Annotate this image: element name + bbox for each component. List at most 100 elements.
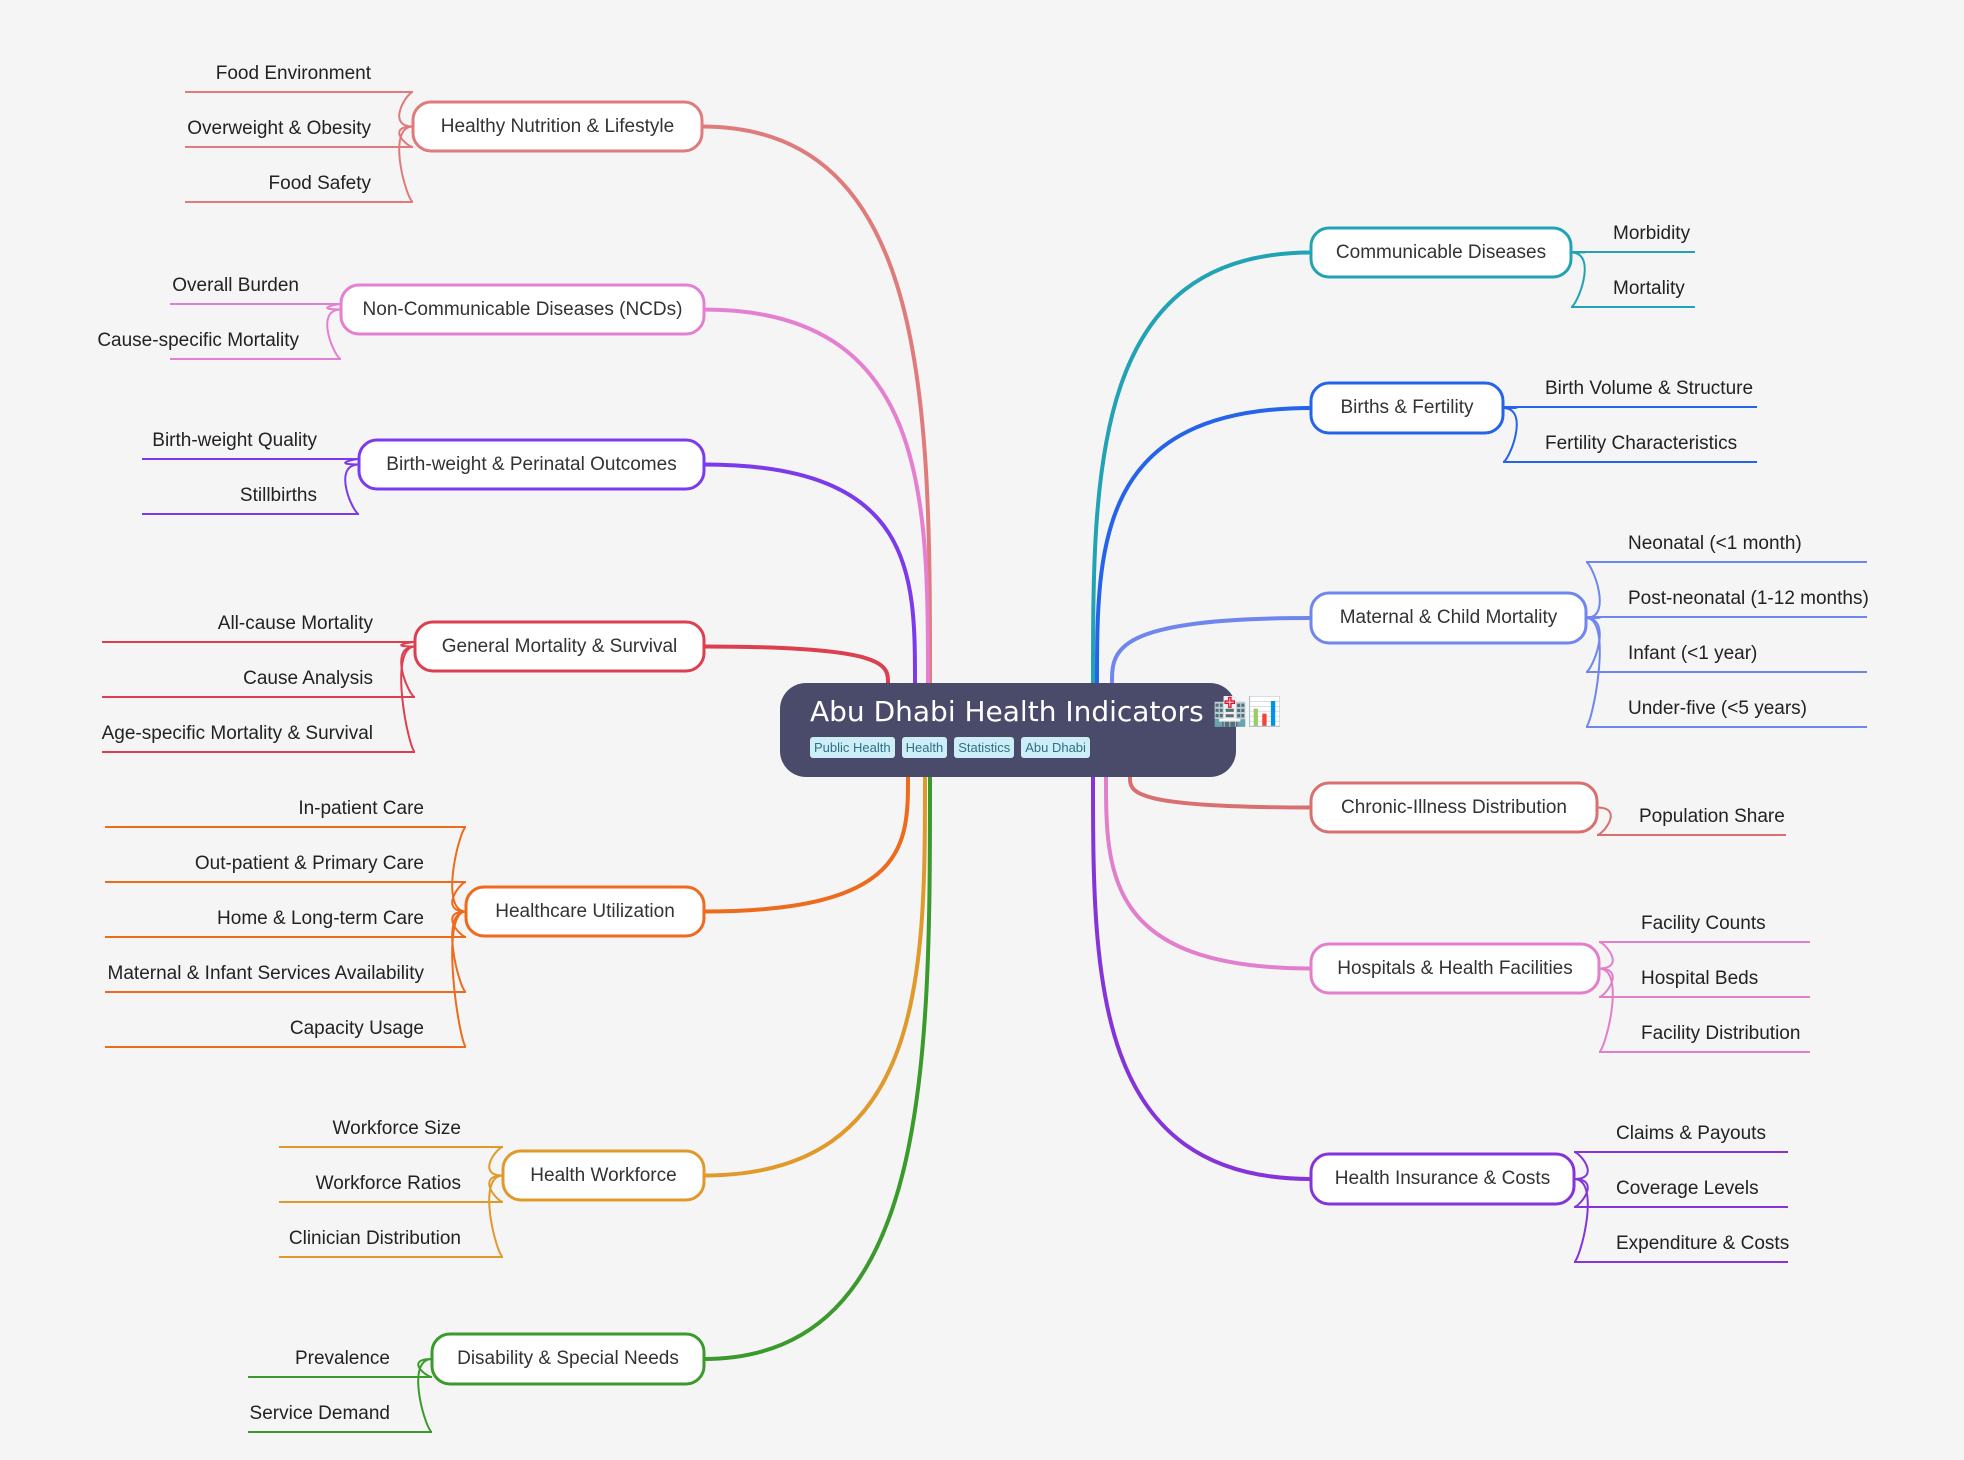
leaf-food-environment[interactable]: Food Environment: [215, 63, 371, 84]
leaf-morbidity[interactable]: Morbidity: [1613, 223, 1691, 244]
leaf-fertility-characteristics[interactable]: Fertility Characteristics: [1545, 433, 1738, 454]
capacity-usage-connector: [105, 910, 467, 1048]
facility-counts-connector: [1598, 941, 1810, 970]
out-patient-primary-care-connector: [105, 881, 467, 913]
leaf-food-safety[interactable]: Food Safety: [268, 173, 371, 194]
communicable-diseases-node[interactable]: [1309, 226, 1573, 279]
leaf-age-specific-mortality-survival[interactable]: Age-specific Mortality & Survival: [101, 723, 373, 744]
leaf-cause-analysis[interactable]: Cause Analysis: [243, 668, 373, 689]
claims-payouts-connector: [1573, 1151, 1788, 1180]
tag-public-health[interactable]: Public Health: [810, 737, 895, 758]
leaf-claims-payouts[interactable]: Claims & Payouts: [1616, 1123, 1766, 1144]
chronic-illness-distribution-node[interactable]: [1309, 781, 1599, 834]
age-specific-mortality-survival-connector: [102, 645, 416, 753]
general-mortality-survival-node[interactable]: [413, 620, 706, 673]
chronic-illness-distribution-label: Chronic-Illness Distribution: [1341, 796, 1567, 818]
health-insurance-costs-node[interactable]: [1309, 1152, 1576, 1206]
disability-special-needs-label: Disability & Special Needs: [457, 1348, 679, 1369]
births-fertility-connector: [1095, 406, 1312, 684]
cause-specific-mortality-connector: [170, 308, 342, 360]
stillbirths-connector: [142, 463, 360, 515]
leaf-expenditure-costs[interactable]: Expenditure & Costs: [1616, 1233, 1790, 1254]
service-demand-connector: [248, 1358, 433, 1433]
leaf-workforce-ratios[interactable]: Workforce Ratios: [315, 1173, 461, 1194]
healthy-nutrition-lifestyle-connector: [701, 124, 932, 684]
leaf-birth-volume-structure[interactable]: Birth Volume & Structure: [1545, 378, 1754, 399]
leaf-in-patient-care[interactable]: In-patient Care: [298, 798, 424, 819]
tag-health[interactable]: Health: [901, 737, 948, 758]
birth-weight-perinatal-outcomes-label: Birth-weight & Perinatal Outcomes: [386, 453, 677, 475]
workforce-size-connector: [279, 1146, 504, 1177]
workforce-ratios-connector: [279, 1174, 504, 1203]
healthy-nutrition-lifestyle-node[interactable]: [411, 100, 704, 153]
leaf-service-demand[interactable]: Service Demand: [249, 1403, 390, 1424]
hospitals-health-facilities-node[interactable]: [1309, 942, 1601, 995]
node-layer: [339, 100, 1601, 1386]
leaf-coverage-levels[interactable]: Coverage Levels: [1616, 1178, 1759, 1199]
neonatal-1-month-connector: [1585, 561, 1867, 619]
leaf-birth-weight-quality[interactable]: Birth-weight Quality: [152, 430, 317, 451]
disability-special-needs-connector: [703, 776, 932, 1361]
leaf-infant-1-year[interactable]: Infant (<1 year): [1628, 643, 1758, 664]
general-mortality-survival-connector: [703, 644, 890, 684]
mortality-connector: [1570, 251, 1695, 308]
maternal-child-mortality-node[interactable]: [1309, 591, 1588, 645]
leaf-overweight-obesity[interactable]: Overweight & Obesity: [187, 118, 371, 139]
health-workforce-node[interactable]: [501, 1149, 706, 1202]
birth-volume-structure-connector: [1502, 406, 1757, 409]
hospital-beds-connector: [1598, 967, 1810, 998]
connector-layer: [102, 91, 1867, 1433]
births-fertility-node[interactable]: [1309, 381, 1505, 435]
clinician-distribution-connector: [279, 1174, 504, 1258]
leaf-facility-counts[interactable]: Facility Counts: [1641, 913, 1766, 934]
leaf-under-five-5-years[interactable]: Under-five (<5 years): [1628, 698, 1807, 719]
birth-weight-quality-connector: [142, 458, 360, 466]
healthcare-utilization-node[interactable]: [464, 885, 706, 938]
hospitals-health-facilities-connector: [1104, 776, 1312, 971]
leaf-mortality[interactable]: Mortality: [1613, 278, 1685, 299]
leaf-facility-distribution[interactable]: Facility Distribution: [1641, 1023, 1801, 1044]
leaf-hospital-beds[interactable]: Hospital Beds: [1641, 968, 1759, 989]
infant-1-year-connector: [1585, 617, 1867, 673]
root-title: Abu Dhabi Health Indicators 🏥📊: [810, 695, 1283, 728]
leaf-home-long-term-care[interactable]: Home & Long-term Care: [217, 908, 424, 929]
root-node[interactable]: Abu Dhabi Health Indicators 🏥📊 Public He…: [780, 683, 1283, 777]
population-share-connector: [1596, 806, 1786, 836]
tag-abu-dhabi[interactable]: Abu Dhabi: [1021, 737, 1090, 758]
leaf-capacity-usage[interactable]: Capacity Usage: [289, 1018, 424, 1039]
leaf-neonatal-1-month[interactable]: Neonatal (<1 month): [1628, 533, 1802, 554]
non-communicable-diseases-ncds-node[interactable]: [339, 283, 706, 336]
food-environment-connector: [185, 91, 414, 128]
in-patient-care-connector: [105, 826, 467, 913]
leaf-post-neonatal-1-12-months[interactable]: Post-neonatal (1-12 months): [1628, 588, 1869, 609]
communicable-diseases-label: Communicable Diseases: [1335, 241, 1547, 263]
non-communicable-diseases-ncds-connector: [703, 307, 930, 684]
leaf-prevalence[interactable]: Prevalence: [294, 1348, 390, 1369]
healthcare-utilization-label: Healthcare Utilization: [495, 900, 675, 922]
non-communicable-diseases-ncds-label: Non-Communicable Diseases (NCDs): [362, 298, 683, 320]
maternal-child-mortality-label: Maternal & Child Mortality: [1339, 607, 1558, 628]
disability-special-needs-node[interactable]: [430, 1332, 706, 1386]
leaf-clinician-distribution[interactable]: Clinician Distribution: [288, 1228, 461, 1249]
leaf-workforce-size[interactable]: Workforce Size: [332, 1118, 461, 1139]
leaf-overall-burden[interactable]: Overall Burden: [172, 275, 299, 296]
general-mortality-survival-label: General Mortality & Survival: [441, 635, 678, 657]
coverage-levels-connector: [1573, 1178, 1788, 1208]
health-insurance-costs-label: Health Insurance & Costs: [1334, 1168, 1551, 1189]
leaf-all-cause-mortality[interactable]: All-cause Mortality: [217, 613, 373, 634]
leaf-maternal-infant-services-availability[interactable]: Maternal & Infant Services Availability: [107, 963, 424, 984]
leaf-out-patient-primary-care[interactable]: Out-patient & Primary Care: [194, 853, 424, 874]
birth-weight-perinatal-outcomes-node[interactable]: [357, 438, 706, 491]
facility-distribution-connector: [1598, 967, 1810, 1053]
leaf-cause-specific-mortality[interactable]: Cause-specific Mortality: [97, 330, 299, 351]
health-workforce-connector: [703, 776, 927, 1178]
leaf-stillbirths[interactable]: Stillbirths: [239, 485, 317, 506]
births-fertility-label: Births & Fertility: [1340, 397, 1474, 418]
tag-statistics[interactable]: Statistics: [954, 737, 1015, 758]
food-safety-connector: [185, 125, 414, 203]
root-tags: Public Health Health Statistics Abu Dhab…: [810, 737, 1210, 758]
post-neonatal-1-12-months-connector: [1585, 616, 1867, 619]
leaf-population-share[interactable]: Population Share: [1639, 806, 1785, 827]
health-workforce-label: Health Workforce: [530, 1164, 677, 1186]
